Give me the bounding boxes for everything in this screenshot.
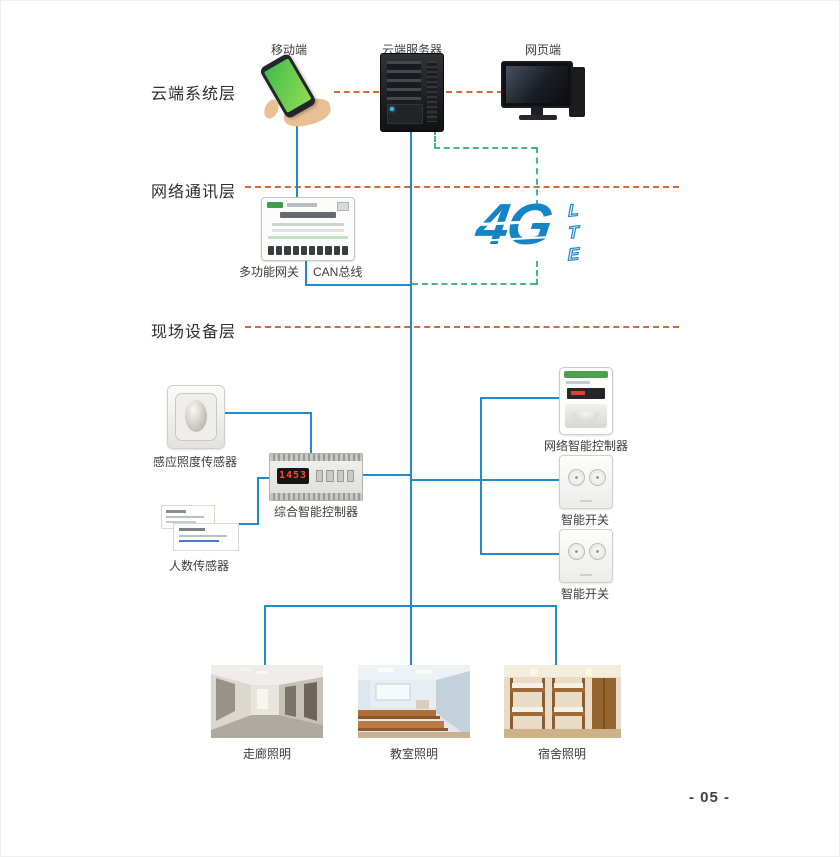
connector-mobile-gateway bbox=[296, 123, 298, 197]
gateway-label: 多功能网关 bbox=[239, 265, 300, 279]
network-controller-display bbox=[567, 388, 605, 399]
connector-dorm-drop bbox=[555, 605, 557, 665]
gateway-device-image bbox=[261, 197, 355, 261]
connector-peoplesensor-h1 bbox=[239, 523, 259, 525]
smart-switch-1-label: 智能开关 bbox=[561, 513, 610, 527]
connector-right-bus bbox=[480, 397, 482, 555]
controller-bottom-terminals bbox=[270, 493, 362, 500]
light-sensor-dome bbox=[185, 400, 207, 432]
controller-switches bbox=[316, 470, 354, 482]
connector-gateway-down bbox=[305, 259, 307, 286]
lte-path-v1 bbox=[434, 129, 436, 149]
controller-display: 1453 bbox=[277, 468, 309, 484]
gateway-logo bbox=[267, 202, 283, 208]
layer-label-cloud: 云端系统层 bbox=[151, 86, 237, 103]
corridor-label: 走廊照明 bbox=[242, 747, 291, 761]
connector-bottom-bus bbox=[264, 605, 557, 607]
connector-switch1-branch bbox=[482, 479, 559, 481]
classroom-label: 教室照明 bbox=[389, 747, 438, 761]
gateway-text-bar bbox=[287, 203, 317, 207]
connector-gateway-trunk bbox=[305, 284, 412, 286]
gateway-chip bbox=[337, 202, 349, 211]
server-panel bbox=[387, 104, 423, 124]
monitor-base bbox=[519, 115, 557, 120]
gateway-title-bar bbox=[280, 212, 336, 218]
switch-button-icon bbox=[568, 469, 585, 486]
connector-lightsensor-h bbox=[223, 412, 312, 414]
gateway-green-strip bbox=[268, 236, 348, 239]
integrated-controller-label: 综合智能控制器 bbox=[273, 505, 358, 519]
page-number: - 05 - bbox=[689, 789, 731, 806]
gateway-line2 bbox=[272, 229, 344, 232]
layer-label-network: 网络通讯层 bbox=[151, 184, 237, 201]
web-label: 网页端 bbox=[524, 43, 561, 57]
can-bus-label: CAN总线 bbox=[313, 265, 363, 279]
mobile-phone-image bbox=[251, 52, 335, 131]
switch-button-icon bbox=[589, 543, 606, 560]
connector-netcontroller-branch bbox=[482, 397, 559, 399]
server-vent bbox=[427, 61, 437, 122]
connector-lightsensor-v bbox=[310, 412, 312, 453]
layer-label-field: 现场设备层 bbox=[151, 324, 237, 341]
monitor-screen bbox=[501, 61, 573, 108]
light-sensor-label: 感应照度传感器 bbox=[152, 455, 237, 469]
logo-4g-lte: 4G LTE bbox=[472, 192, 601, 269]
switch-button-icon bbox=[568, 543, 585, 560]
connector-main-trunk bbox=[410, 129, 412, 666]
integrated-controller-image: 1453 bbox=[269, 453, 363, 501]
monitor-glass bbox=[506, 66, 568, 103]
network-controller-image bbox=[559, 367, 613, 435]
switch-button-icon bbox=[589, 469, 606, 486]
lte-path-h1 bbox=[434, 147, 537, 149]
smart-switch-2-label: 智能开关 bbox=[561, 587, 610, 601]
field-layer-divider-line bbox=[245, 326, 679, 328]
network-controller-label: 网络智能控制器 bbox=[543, 439, 628, 453]
network-controller-header bbox=[564, 371, 608, 378]
smart-switch-1-image bbox=[559, 455, 613, 509]
desktop-tower bbox=[569, 67, 585, 117]
network-layer-divider-line bbox=[245, 186, 679, 188]
smart-switch-2-image bbox=[559, 529, 613, 583]
light-sensor-image bbox=[167, 385, 225, 449]
dorm-photo bbox=[504, 665, 621, 738]
lte-path-h2 bbox=[412, 283, 536, 285]
connector-switch2-branch bbox=[482, 553, 559, 555]
link-mobile-server-line bbox=[334, 91, 379, 93]
connector-corridor-drop bbox=[264, 605, 266, 665]
people-sensor-card-bottom bbox=[173, 523, 239, 551]
gateway-terminals bbox=[268, 246, 349, 255]
dorm-label: 宿舍照明 bbox=[537, 747, 586, 761]
server-led bbox=[390, 107, 394, 111]
connector-trunk-rightbus bbox=[412, 479, 482, 481]
server-slots bbox=[387, 61, 421, 101]
link-server-web-line bbox=[446, 91, 503, 93]
web-desktop-image bbox=[501, 61, 585, 125]
people-sensor-label: 人数传感器 bbox=[168, 559, 229, 573]
classroom-photo bbox=[358, 665, 470, 738]
connector-peoplesensor-v bbox=[257, 477, 259, 525]
corridor-photo bbox=[211, 665, 323, 738]
controller-top-terminals bbox=[270, 454, 362, 461]
connector-controller-trunk bbox=[361, 474, 411, 476]
cloud-server-image bbox=[380, 53, 444, 132]
network-controller-panel bbox=[565, 404, 607, 428]
monitor-neck bbox=[531, 108, 543, 115]
mobile-label: 移动端 bbox=[270, 43, 307, 57]
lte-path-v3 bbox=[536, 261, 538, 285]
lte-path-v2 bbox=[536, 147, 538, 206]
gateway-line1 bbox=[272, 223, 344, 226]
network-controller-textbar bbox=[566, 381, 590, 384]
connector-peoplesensor-h2 bbox=[257, 477, 270, 479]
logo-lte-text: LTE bbox=[563, 199, 583, 268]
people-sensor-image bbox=[161, 505, 239, 551]
